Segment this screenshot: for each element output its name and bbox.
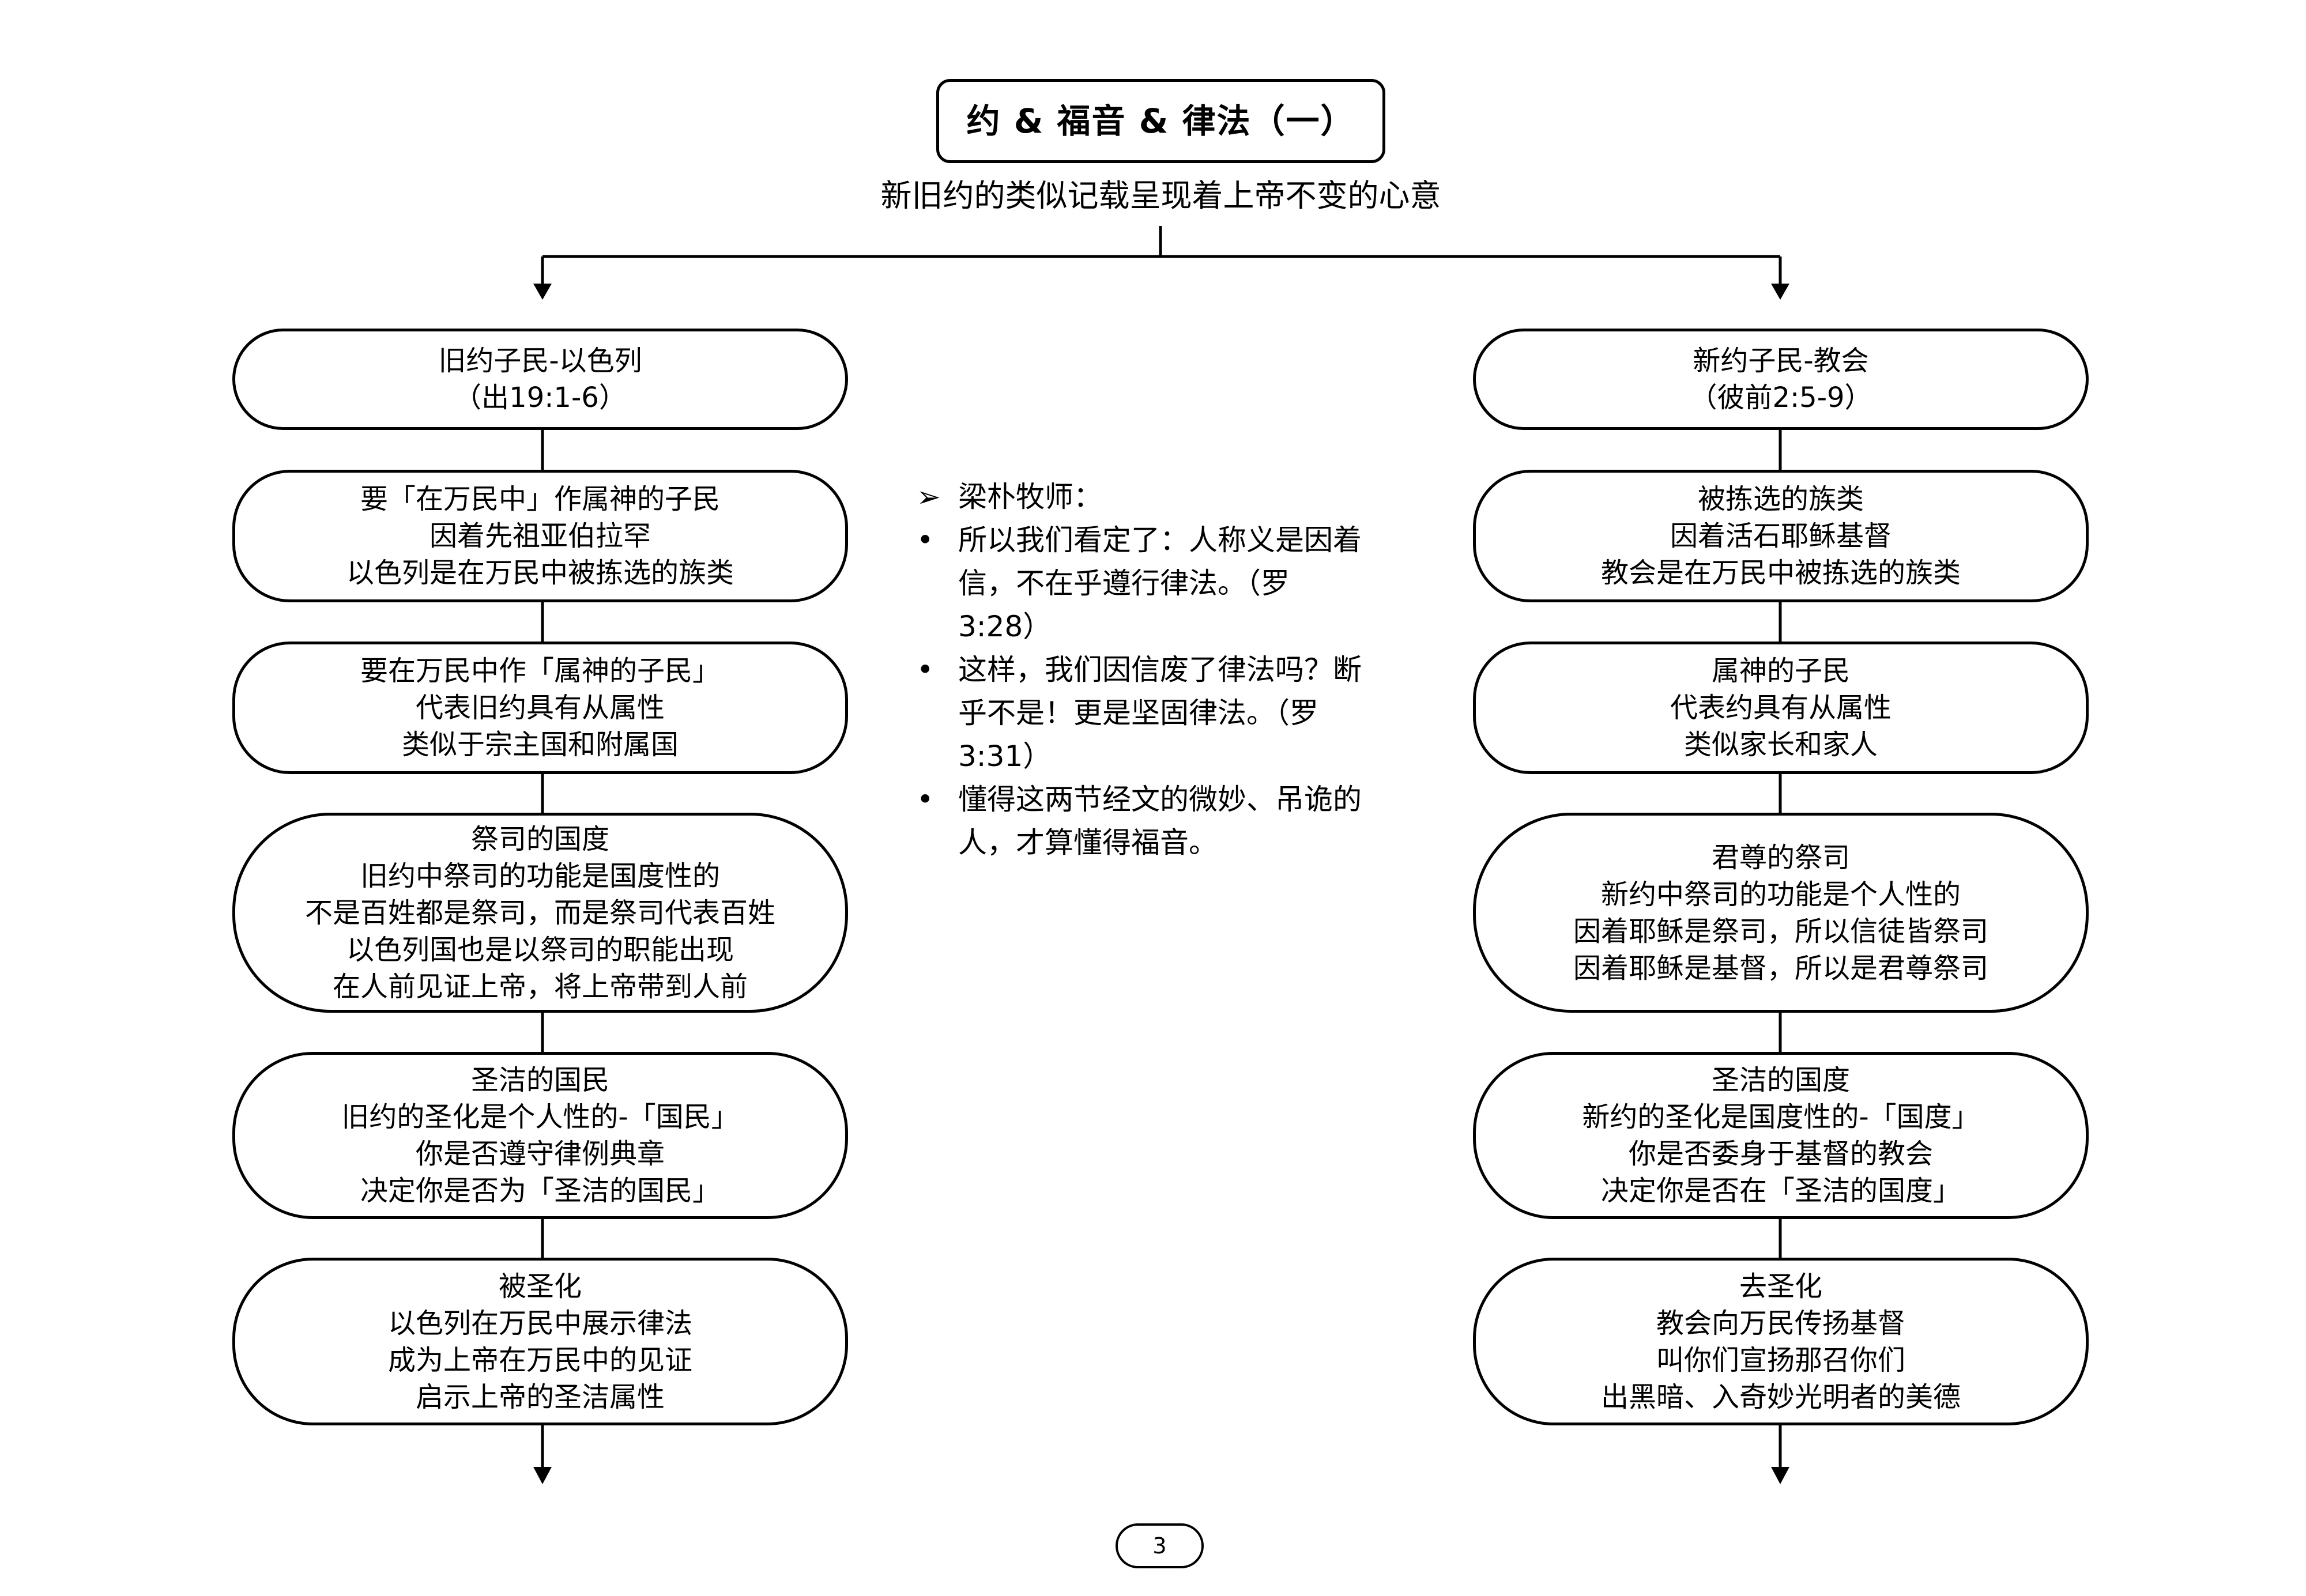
node-line: 属神的子民 bbox=[1711, 655, 1850, 687]
node-line: 新约子民-教会 bbox=[1693, 345, 1869, 377]
node-line: 叫你们宣扬那召你们 bbox=[1656, 1344, 1905, 1376]
node-line: 君尊的祭司 bbox=[1711, 841, 1850, 874]
node-line: （出19:1-6） bbox=[454, 382, 627, 414]
node-line: 因着耶稣是祭司，所以信徒皆祭司 bbox=[1573, 915, 1988, 948]
notes-line: 所以我们看定了：人称义是因着 bbox=[958, 523, 1362, 557]
node-line: 圣洁的国度 bbox=[1711, 1064, 1850, 1096]
notes-header: ➢ 梁朴牧师： bbox=[917, 476, 1395, 519]
notes-item: • 懂得这两节经文的微妙、吊诡的 人，才算懂得福音。 bbox=[917, 778, 1395, 865]
node-line: 被拣选的族类 bbox=[1697, 483, 1864, 515]
notes-item: • 这样，我们因信废了律法吗？断 乎不是！更是坚固律法。（罗 3:31） bbox=[917, 648, 1395, 778]
bullet-icon: • bbox=[917, 523, 934, 557]
node-line: 要在万民中作「属神的子民」 bbox=[360, 655, 720, 687]
node-line: 新约的圣化是国度性的-「国度」 bbox=[1582, 1101, 1980, 1133]
node-line: 圣洁的国民 bbox=[470, 1064, 609, 1096]
right-node-chosen-race: 被拣选的族类 因着活石耶稣基督 教会是在万民中被拣选的族类 bbox=[1473, 470, 2089, 602]
node-line: 出黑暗、入奇妙光明者的美德 bbox=[1600, 1380, 1961, 1413]
node-line: 代表约具有从属性 bbox=[1670, 692, 1891, 724]
node-line: 因着先祖亚伯拉罕 bbox=[429, 520, 651, 552]
arrow-down-icon bbox=[1771, 284, 1789, 300]
notes-line: 信，不在乎遵行律法。（罗 bbox=[958, 567, 1290, 600]
node-line: 被圣化 bbox=[498, 1270, 582, 1303]
right-header-node: 新约子民-教会 （彼前2:5-9） bbox=[1473, 329, 2089, 430]
notes-line: 这样，我们因信废了律法吗？断 bbox=[958, 653, 1362, 686]
node-line: 你是否委身于基督的教会 bbox=[1628, 1138, 1933, 1170]
node-line: 以色列在万民中展示律法 bbox=[387, 1307, 692, 1340]
bullet-icon: • bbox=[917, 653, 934, 686]
notes-item-text: 懂得这两节经文的微妙、吊诡的 人，才算懂得福音。 bbox=[958, 778, 1395, 865]
right-node-royal-priesthood: 君尊的祭司 新约中祭司的功能是个人性的 因着耶稣是祭司，所以信徒皆祭司 因着耶稣… bbox=[1473, 813, 2089, 1013]
left-header-node: 旧约子民-以色列 （出19:1-6） bbox=[232, 329, 848, 430]
notes-item-text: 所以我们看定了：人称义是因着 信，不在乎遵行律法。（罗 3:28） bbox=[958, 519, 1395, 648]
node-line: 要「在万民中」作属神的子民 bbox=[360, 483, 720, 515]
bullet-icon: • bbox=[917, 783, 934, 816]
arrow-down-icon bbox=[533, 1467, 552, 1484]
node-line: 成为上帝在万民中的见证 bbox=[387, 1344, 692, 1376]
notes-line: 人，才算懂得福音。 bbox=[958, 826, 1218, 859]
node-line: 因着耶稣是基督，所以是君尊祭司 bbox=[1573, 952, 1988, 984]
node-line: 类似于宗主国和附属国 bbox=[401, 729, 679, 761]
notes-item: • 所以我们看定了：人称义是因着 信，不在乎遵行律法。（罗 3:28） bbox=[917, 519, 1395, 648]
node-line: 不是百姓都是祭司，而是祭司代表百姓 bbox=[304, 896, 775, 929]
node-line: 旧约中祭司的功能是国度性的 bbox=[360, 859, 720, 892]
diagram-title-text: 约 & 福音 & 律法（一） bbox=[966, 101, 1355, 141]
arrowhead-bullet-icon: ➢ bbox=[917, 480, 941, 514]
page-number: 3 bbox=[1116, 1523, 1204, 1568]
diagram-subtitle: 新旧约的类似记载呈现着上帝不变的心意 bbox=[880, 178, 1441, 214]
right-node-holy-kingdom: 圣洁的国度 新约的圣化是国度性的-「国度」 你是否委身于基督的教会 决定你是否在… bbox=[1473, 1052, 2089, 1219]
node-line: 教会向万民传扬基督 bbox=[1656, 1307, 1905, 1340]
left-node-chosen-people: 要「在万民中」作属神的子民 因着先祖亚伯拉罕 以色列是在万民中被拣选的族类 bbox=[232, 470, 848, 602]
left-node-gods-people: 要在万民中作「属神的子民」 代表旧约具有从属性 类似于宗主国和附属国 bbox=[232, 642, 848, 774]
diagram-title: 约 & 福音 & 律法（一） bbox=[936, 79, 1385, 163]
node-line: 旧约的圣化是个人性的-「国民」 bbox=[341, 1101, 739, 1133]
node-line: 代表旧约具有从属性 bbox=[415, 692, 665, 724]
left-node-priestly-kingdom: 祭司的国度 旧约中祭司的功能是国度性的 不是百姓都是祭司，而是祭司代表百姓 以色… bbox=[232, 813, 848, 1013]
notes-line: 懂得这两节经文的微妙、吊诡的 bbox=[958, 783, 1362, 816]
node-line: 启示上帝的圣洁属性 bbox=[415, 1380, 665, 1413]
notes-item-text: 这样，我们因信废了律法吗？断 乎不是！更是坚固律法。（罗 3:31） bbox=[958, 648, 1395, 778]
notes-line: 3:28） bbox=[958, 610, 1052, 643]
node-line: 类似家长和家人 bbox=[1683, 729, 1878, 761]
node-line: 以色列是在万民中被拣选的族类 bbox=[346, 557, 734, 589]
node-line: 因着活石耶稣基督 bbox=[1670, 520, 1891, 552]
arrow-down-icon bbox=[533, 284, 552, 300]
right-node-gods-people: 属神的子民 代表约具有从属性 类似家长和家人 bbox=[1473, 642, 2089, 774]
left-node-holy-nation: 圣洁的国民 旧约的圣化是个人性的-「国民」 你是否遵守律例典章 决定你是否为「圣… bbox=[232, 1052, 848, 1219]
notes-line: 乎不是！更是坚固律法。（罗 bbox=[958, 696, 1318, 730]
node-line: 去圣化 bbox=[1739, 1270, 1822, 1303]
page-number-text: 3 bbox=[1152, 1533, 1167, 1559]
right-node-desanctified: 去圣化 教会向万民传扬基督 叫你们宣扬那召你们 出黑暗、入奇妙光明者的美德 bbox=[1473, 1258, 2089, 1425]
node-line: 以色列国也是以祭司的职能出现 bbox=[346, 933, 734, 966]
node-line: 旧约子民-以色列 bbox=[438, 345, 642, 377]
node-line: 新约中祭司的功能是个人性的 bbox=[1600, 878, 1961, 911]
node-line: 你是否遵守律例典章 bbox=[415, 1138, 665, 1170]
node-line: 在人前见证上帝，将上帝带到人前 bbox=[332, 970, 748, 1003]
node-line: 教会是在万民中被拣选的族类 bbox=[1600, 557, 1961, 589]
pastor-notes: ➢ 梁朴牧师： • 所以我们看定了：人称义是因着 信，不在乎遵行律法。（罗 3:… bbox=[917, 476, 1395, 865]
node-line: （彼前2:5-9） bbox=[1689, 382, 1872, 414]
node-line: 决定你是否在「圣洁的国度」 bbox=[1600, 1175, 1961, 1207]
node-line: 祭司的国度 bbox=[470, 822, 609, 855]
left-node-sanctified: 被圣化 以色列在万民中展示律法 成为上帝在万民中的见证 启示上帝的圣洁属性 bbox=[232, 1258, 848, 1425]
notes-header-text: 梁朴牧师： bbox=[958, 480, 1102, 514]
arrow-down-icon bbox=[1771, 1467, 1789, 1484]
notes-line: 3:31） bbox=[958, 739, 1052, 773]
node-line: 决定你是否为「圣洁的国民」 bbox=[360, 1175, 720, 1207]
